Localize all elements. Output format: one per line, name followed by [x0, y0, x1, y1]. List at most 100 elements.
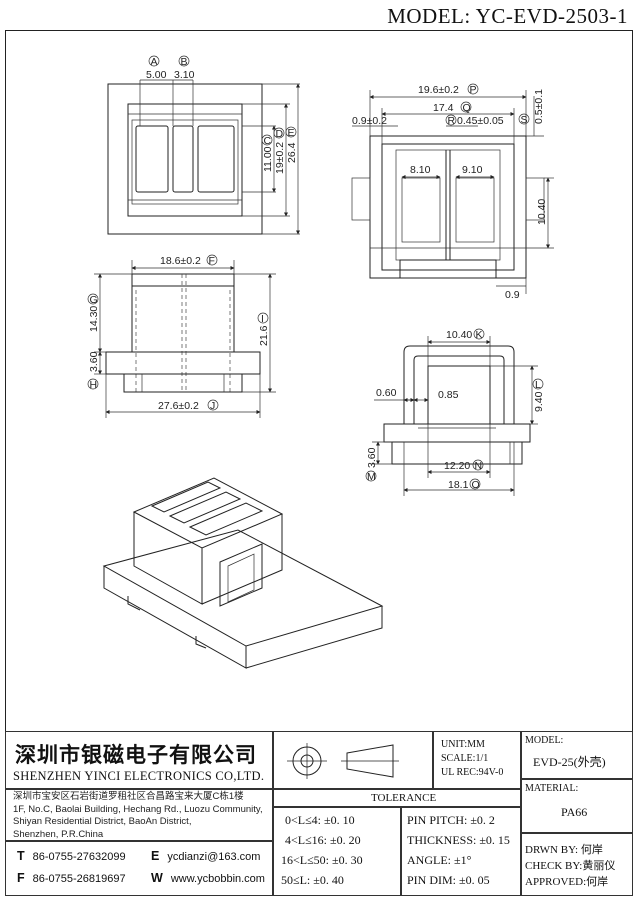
- dim-g: 14.30: [88, 306, 100, 332]
- svg-text:Q: Q: [463, 102, 471, 114]
- svg-text:B: B: [181, 56, 188, 68]
- dim-i: 21.6: [258, 325, 270, 346]
- scale-label: SCALE:1/1: [441, 753, 489, 764]
- svg-text:K: K: [476, 329, 483, 341]
- dim-q: 17.4: [433, 102, 454, 114]
- svg-text:H: H: [90, 379, 98, 391]
- dim-k: 10.40: [446, 329, 472, 341]
- dim-o: 18.1: [448, 479, 469, 491]
- model-label: MODEL:: [525, 735, 564, 746]
- dim-r: 0.45±0.05: [457, 115, 504, 127]
- marker-r: R: [445, 114, 457, 127]
- dim-m: 3.60: [366, 447, 378, 468]
- marker-i: I: [257, 312, 269, 325]
- address-cell: [5, 789, 273, 841]
- svg-text:R: R: [448, 115, 456, 127]
- company-cell: [5, 731, 273, 789]
- marker-b: B: [178, 55, 190, 68]
- projection-cell: [273, 731, 433, 789]
- marker-n: N: [472, 459, 484, 472]
- dim-n: 12.20: [444, 460, 470, 472]
- dim-c: 11.00: [262, 146, 274, 172]
- dim-d: 19±0.2: [274, 142, 286, 174]
- unit-label: UNIT:MM: [441, 739, 485, 750]
- ul-rec-label: UL REC:94V-0: [441, 767, 504, 778]
- material-cell: [521, 779, 633, 833]
- svg-text:D: D: [276, 128, 284, 140]
- approved-by: APPROVED:何岸: [525, 876, 609, 888]
- marker-h: H: [87, 378, 99, 391]
- tolerance-row: PIN PITCH: ±0. 2: [407, 813, 495, 827]
- top-view: [107, 79, 301, 235]
- marker-p: P: [467, 83, 479, 96]
- svg-text:G: G: [90, 294, 98, 306]
- svg-text:P: P: [470, 84, 477, 96]
- model-value: EVD-25(外壳): [533, 755, 606, 769]
- dim-w2: 9.10: [462, 164, 483, 176]
- model-cell: [521, 731, 633, 779]
- svg-text:S: S: [521, 114, 528, 126]
- tolerance-header-cell: [273, 789, 521, 807]
- marker-k: K: [473, 328, 485, 341]
- signature-cell: [521, 833, 633, 896]
- marker-f: F: [206, 254, 218, 267]
- marker-m: M: [365, 470, 377, 483]
- dim-j: 27.6±0.2: [158, 400, 199, 412]
- dim-left-offset: 0.60: [376, 387, 397, 399]
- front-view: [94, 260, 276, 418]
- dim-p: 19.6±0.2: [418, 84, 459, 96]
- marker-q: Q: [460, 101, 472, 114]
- dim-foot: 0.9: [505, 289, 520, 301]
- tolerance-row: ANGLE: ±1°: [407, 853, 472, 867]
- svg-text:F: F: [209, 255, 215, 267]
- tolerance-left-cell: [273, 807, 401, 896]
- dim-s: 0.5±0.1: [533, 89, 545, 124]
- svg-text:L: L: [535, 379, 541, 391]
- dim-side-gap: 0.9±0.2: [352, 115, 387, 127]
- marker-o: O: [469, 478, 481, 491]
- dim-h-right: 10.40: [536, 199, 548, 225]
- svg-text:M: M: [367, 471, 376, 483]
- side-view: [372, 336, 538, 496]
- check-by: CHECK BY:黄丽仪: [525, 860, 616, 872]
- marker-j: J: [207, 399, 219, 412]
- svg-text:A: A: [151, 56, 158, 68]
- material-label: MATERIAL:: [525, 783, 579, 794]
- marker-g: G: [87, 293, 99, 306]
- tolerance-row: PIN DIM: ±0. 05: [407, 873, 490, 887]
- svg-text:E: E: [288, 127, 295, 139]
- company-name-cn: 深圳市银磁电子有限公司: [15, 743, 257, 767]
- marker-l: L: [532, 378, 544, 391]
- dim-b: 3.10: [174, 69, 195, 81]
- dim-e: 26.4: [286, 142, 298, 163]
- company-name-en: SHENZHEN YINCI ELECTRONICS CO,LTD.: [13, 769, 265, 783]
- dim-h: 3.60: [88, 351, 100, 372]
- tolerance-row: 4<L≤16: ±0. 20: [285, 833, 361, 847]
- svg-text:I: I: [261, 313, 264, 325]
- dim-f: 18.6±0.2: [160, 255, 201, 267]
- drawn-by: DRWN BY: 何岸: [525, 844, 603, 856]
- tolerance-right-cell: [401, 807, 521, 896]
- material-value: PA66: [561, 805, 588, 819]
- marker-d: D: [273, 127, 285, 140]
- unit-cell: [433, 731, 521, 789]
- marker-e: E: [285, 126, 297, 139]
- dim-wall: 0.85: [438, 389, 459, 401]
- dim-l: 9.40: [533, 391, 545, 412]
- marker-s: S: [518, 113, 530, 126]
- tolerance-row: 50≤L: ±0. 40: [281, 873, 344, 887]
- svg-text:C: C: [264, 135, 272, 147]
- svg-text:N: N: [475, 460, 483, 472]
- model-title: MODEL: YC-EVD-2503-1: [387, 4, 628, 28]
- svg-text:J: J: [210, 400, 215, 412]
- svg-text:O: O: [472, 479, 480, 491]
- projection-symbol-icon: [287, 743, 399, 779]
- marker-c: C: [261, 134, 273, 147]
- tolerance-row: 16<L≤50: ±0. 30: [281, 853, 363, 867]
- company-address: 深圳市宝安区石岩街道罗租社区合昌路宝来大厦C栋1楼 1F, No.C, Baol…: [13, 791, 263, 840]
- marker-a: A: [148, 55, 160, 68]
